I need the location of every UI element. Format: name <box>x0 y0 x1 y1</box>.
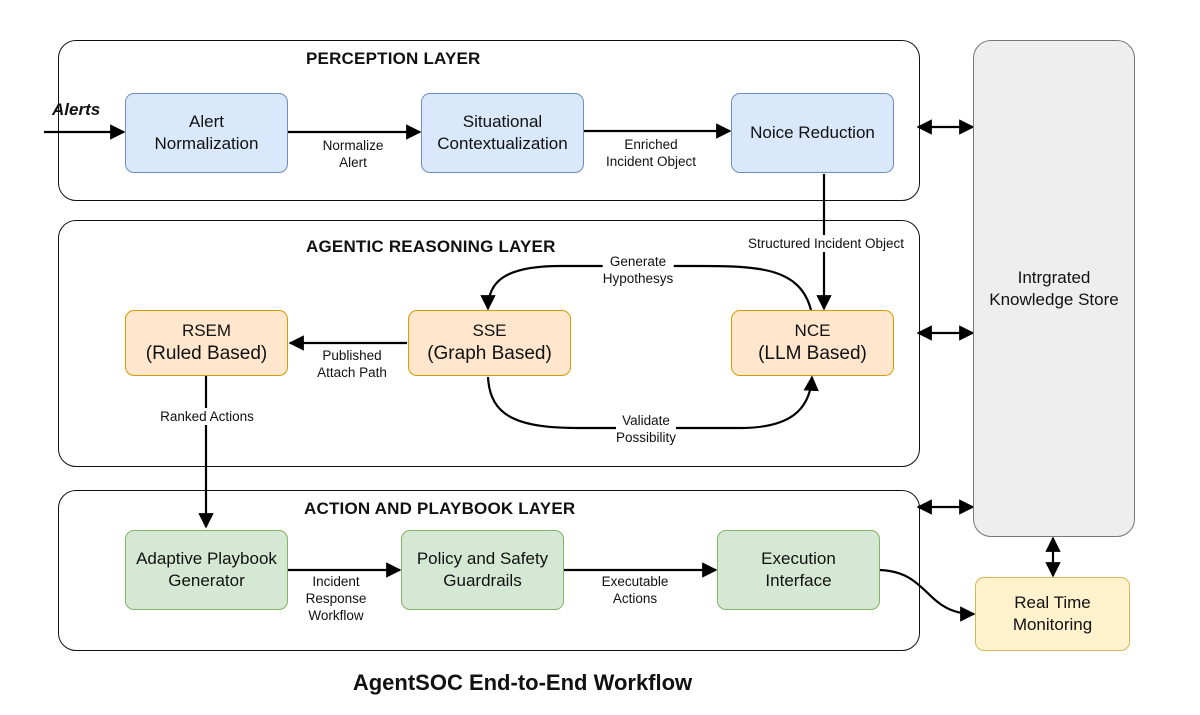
alert-normalization-node: Alert Normalization <box>125 93 288 173</box>
execution-interface-node: Execution Interface <box>717 530 880 610</box>
validate-arrow <box>486 375 819 430</box>
executable-actions-label: Executable Actions <box>601 574 669 606</box>
structured-incident-label: Structured Incident Object <box>747 235 905 252</box>
ranked-actions-label: Ranked Actions <box>160 408 254 425</box>
real-time-monitoring-node: Real Time Monitoring <box>975 577 1130 651</box>
policy-guardrails-node: Policy and Safety Guardrails <box>401 530 564 610</box>
published-attach-path-label: Published Attach Path <box>317 348 387 380</box>
alerts-input-label: Alerts <box>52 100 101 119</box>
adaptive-playbook-node: Adaptive Playbook Generator <box>125 530 288 610</box>
noise-reduction-node: Noice Reduction <box>731 93 894 173</box>
perception-layer-title: PERCEPTION LAYER <box>306 49 481 68</box>
sse-node: SSE (Graph Based) <box>408 310 571 376</box>
generate-hypothesis-label: Generate Hypothesys <box>602 253 674 287</box>
monitoring-arrow <box>879 568 976 622</box>
rsem-node: RSEM (Ruled Based) <box>125 310 288 376</box>
hypothesis-arrow <box>480 264 813 311</box>
situational-contextualization-node: Situational Contextualization <box>421 93 584 173</box>
reasoning-layer-title: AGENTIC REASONING LAYER <box>306 237 556 256</box>
validate-possibility-label: Validate Possibility <box>615 412 677 446</box>
knowledge-store-node: Intrgrated Knowledge Store <box>973 40 1135 537</box>
diagram-caption: AgentSOC End-to-End Workflow <box>352 670 693 695</box>
enriched-incident-label: Enriched Incident Object <box>605 137 697 169</box>
incident-response-workflow-label: Incident Response Workflow <box>305 574 367 623</box>
action-layer-title: ACTION AND PLAYBOOK LAYER <box>304 499 576 518</box>
nce-node: NCE (LLM Based) <box>731 310 894 376</box>
normalize-alert-label: Normalize Alert <box>322 138 384 170</box>
